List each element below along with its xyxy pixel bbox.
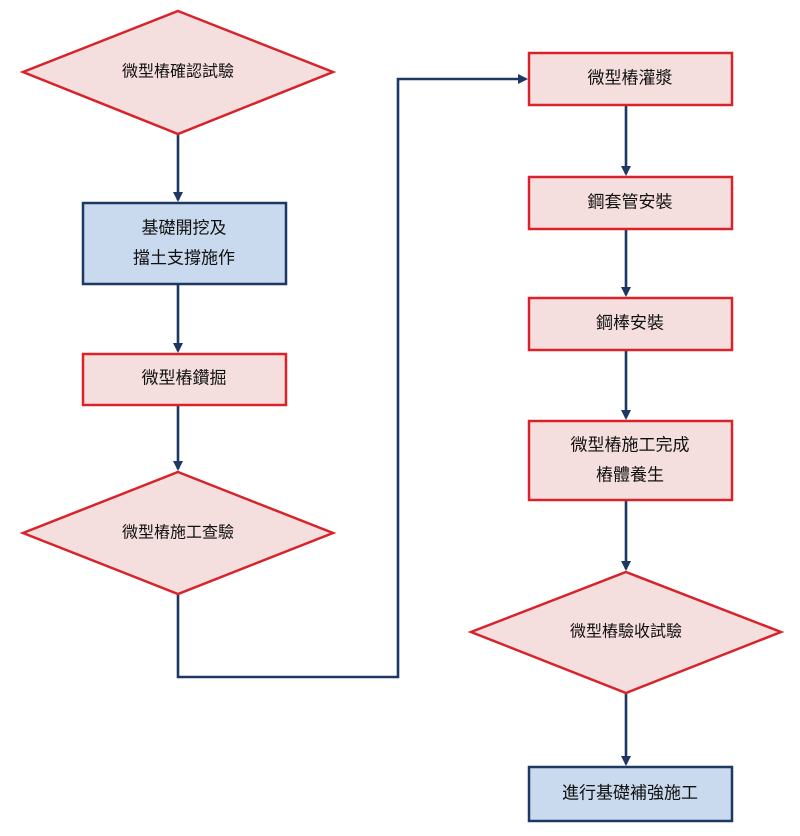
node-shape [527,175,734,231]
process-steel-bar: 鋼棒安裝 [527,296,734,352]
node-label: 微型樁灌漿 [588,69,673,89]
node-label-line2: 擋土支撐施作 [133,249,235,269]
node-shape [527,765,734,823]
node-shape [19,470,337,596]
process-grouting: 微型樁灌漿 [527,51,734,107]
process-drilling: 微型樁鑽掘 [81,352,288,407]
node-shape [527,419,734,502]
node-label: 微型樁施工查驗 [122,523,234,542]
decision-acceptance-test: 微型樁驗收試驗 [467,570,785,695]
process-foundation-reinforcement: 進行基礎補強施工 [527,765,734,823]
node-shape [19,9,337,136]
node-shape [81,352,288,407]
node-shape [527,51,734,107]
node-label-line1: 微型樁施工完成 [571,436,690,456]
node-label-line1: 基礎開挖及 [142,219,227,239]
process-steel-casing: 鋼套管安裝 [527,175,734,231]
node-shape [81,201,288,286]
node-label: 微型樁確認試驗 [122,62,234,81]
node-label-line2: 樁體養生 [596,466,664,486]
node-label: 鋼棒安裝 [596,314,664,334]
decision-construction-inspection: 微型樁施工查驗 [19,470,337,596]
process-excavation-shoring: 基礎開挖及 擋土支撐施作 [81,201,288,286]
node-label: 進行基礎補強施工 [562,784,698,804]
connector-n4-n5 [176,74,528,679]
node-shape [467,570,785,695]
decision-confirm-test: 微型樁確認試驗 [19,9,337,136]
node-label: 鋼套管安裝 [588,193,673,213]
node-label: 微型樁鑽掘 [142,369,227,389]
connectors [173,74,631,766]
process-completion-curing: 微型樁施工完成 樁體養生 [527,419,734,502]
node-shape [527,296,734,352]
node-label: 微型樁驗收試驗 [570,622,682,641]
